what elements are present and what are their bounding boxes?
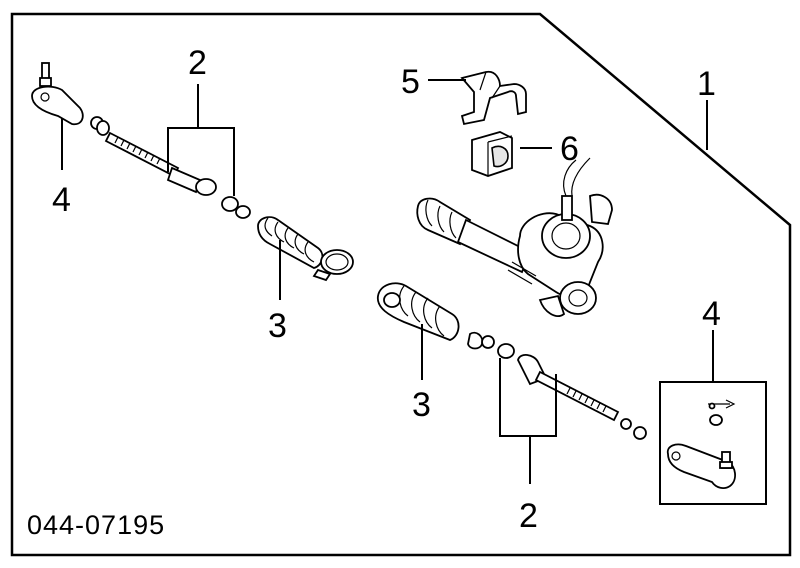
tie-rod-end-right (659, 381, 767, 505)
callout-bracket: 5 (401, 63, 420, 101)
diagram-frame (10, 12, 792, 557)
leader-lines (61, 79, 714, 484)
callout-tie-rod-right: 2 (519, 497, 538, 535)
bracket (460, 70, 527, 126)
callout-rack-assembly: 1 (697, 65, 716, 103)
tie-rod-end-left (31, 62, 110, 136)
tie-rod-right (497, 343, 647, 440)
tie-rod-end-kit-box (659, 381, 767, 505)
tie-rod-left (104, 131, 251, 219)
steering-rack-assembly (416, 157, 613, 317)
callout-boot-right: 3 (412, 386, 431, 424)
boot-left (257, 216, 354, 282)
bushing (471, 131, 513, 177)
callout-bushing: 6 (560, 130, 579, 168)
callout-tie-rod-end-right: 4 (702, 295, 721, 333)
callout-tie-rod-left: 2 (188, 44, 207, 82)
callout-boot-left: 3 (268, 307, 287, 345)
callout-tie-rod-end-left: 4 (52, 181, 71, 219)
part-code: 044-07195 (27, 510, 165, 540)
boot-right (377, 282, 495, 350)
